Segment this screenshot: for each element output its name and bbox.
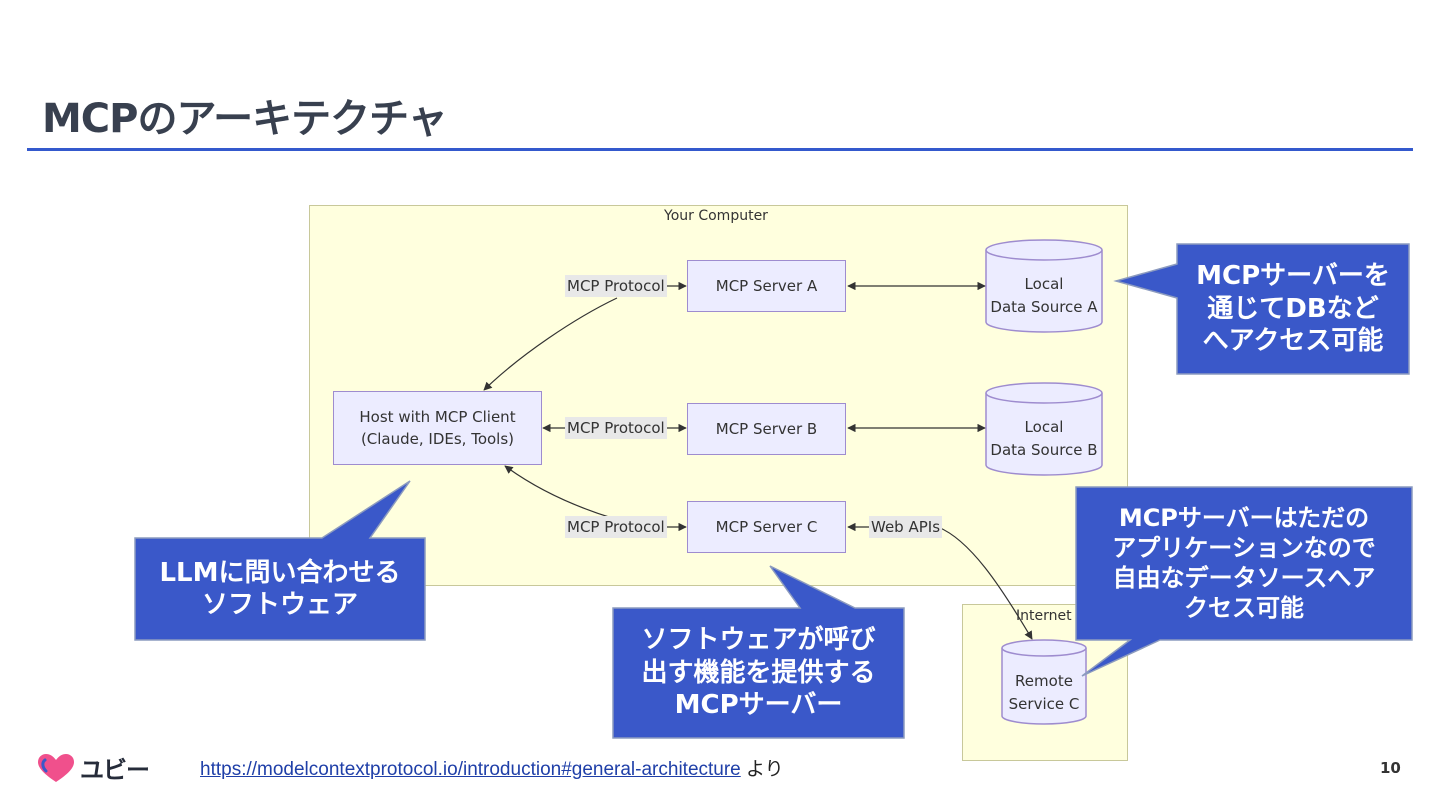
data-source-b-label: Local Data Source B bbox=[986, 416, 1102, 461]
data-source-b-cylinder bbox=[985, 382, 1103, 476]
data-source-a-label: Local Data Source A bbox=[986, 273, 1102, 318]
callout-llm-software-line2: ソフトウェア bbox=[201, 590, 358, 620]
title-divider bbox=[27, 148, 1413, 151]
callout-free-source-line4: クセス可能 bbox=[1184, 594, 1304, 622]
callout-free-source-shape bbox=[1075, 486, 1413, 677]
edge-protocol-c-to-host bbox=[504, 465, 613, 519]
callout-db-access: MCPサーバーを 通じてDBなど へアクセス可能 bbox=[1177, 250, 1409, 368]
host-node-line1: Host with MCP Client bbox=[359, 407, 516, 426]
brand-logo-text: ユビー bbox=[80, 756, 150, 784]
callout-llm-software-shape bbox=[134, 480, 426, 641]
callout-server-provider-line1: ソフトウェアが呼び bbox=[641, 625, 876, 656]
mcp-server-a-node: MCP Server A bbox=[687, 260, 846, 312]
callout-server-provider-shape bbox=[612, 565, 905, 739]
edge-label-protocol-c: MCP Protocol bbox=[565, 516, 667, 538]
remote-service-cylinder bbox=[1001, 639, 1087, 725]
remote-service-label: Remote Service C bbox=[1002, 670, 1086, 715]
callout-llm-software: LLMに問い合わせる ソフトウェア bbox=[135, 544, 425, 634]
source-suffix: より bbox=[740, 759, 784, 780]
data-source-a-line1: Local bbox=[1024, 275, 1064, 293]
page-number: 10 bbox=[1380, 759, 1401, 777]
edge-protocol-a-to-host bbox=[483, 297, 618, 391]
host-node-line2: (Claude, IDEs, Tools) bbox=[360, 430, 515, 448]
host-node: Host with MCP Client (Claude, IDEs, Tool… bbox=[333, 391, 542, 465]
callout-db-access-line2: 通じてDBなど bbox=[1207, 293, 1379, 324]
source-reference: https://modelcontextprotocol.io/introduc… bbox=[200, 754, 784, 781]
edge-label-protocol-a: MCP Protocol bbox=[565, 275, 667, 297]
source-link[interactable]: https://modelcontextprotocol.io/introduc… bbox=[200, 759, 741, 780]
callout-db-access-line3: へアクセス可能 bbox=[1202, 326, 1384, 357]
callout-db-access-line1: MCPサーバーを bbox=[1196, 261, 1390, 292]
heart-icon bbox=[38, 753, 74, 782]
callout-server-provider-line3: MCPサーバー bbox=[674, 690, 843, 721]
remote-service-line2: Service C bbox=[1008, 694, 1080, 713]
internet-label: Internet bbox=[1016, 608, 1072, 624]
callout-server-provider: ソフトウェアが呼び 出す機能を提供する MCPサーバー bbox=[613, 613, 904, 733]
callout-free-source-line3: 自由なデータソースへア bbox=[1112, 564, 1376, 592]
callout-free-source-line2: アプリケーションなので bbox=[1112, 534, 1376, 562]
callout-free-source: MCPサーバーはただの アプリケーションなので 自由なデータソースへア クセス可… bbox=[1076, 492, 1412, 634]
brand-logo: ユビー bbox=[36, 750, 150, 785]
mcp-server-c-node: MCP Server C bbox=[687, 501, 846, 553]
data-source-a-cylinder bbox=[985, 239, 1103, 333]
data-source-a-line2: Data Source A bbox=[990, 297, 1098, 316]
mcp-server-b-node: MCP Server B bbox=[687, 403, 846, 455]
edge-label-web-apis: Web APIs bbox=[869, 516, 943, 538]
data-source-b-line2: Data Source B bbox=[990, 440, 1098, 459]
edge-label-protocol-b: MCP Protocol bbox=[565, 417, 667, 439]
your-computer-label: Your Computer bbox=[664, 208, 768, 224]
callout-server-provider-line2: 出す機能を提供する bbox=[641, 657, 876, 688]
data-source-b-line1: Local bbox=[1024, 418, 1064, 436]
edge-webapi-remote bbox=[937, 526, 1033, 640]
callout-llm-software-line1: LLMに問い合わせる bbox=[159, 557, 401, 588]
callout-db-access-shape bbox=[1113, 243, 1410, 375]
slide-title: MCPのアーキテクチャ bbox=[42, 96, 448, 142]
callout-free-source-line1: MCPサーバーはただの bbox=[1118, 504, 1370, 532]
remote-service-line1: Remote bbox=[1015, 672, 1073, 690]
